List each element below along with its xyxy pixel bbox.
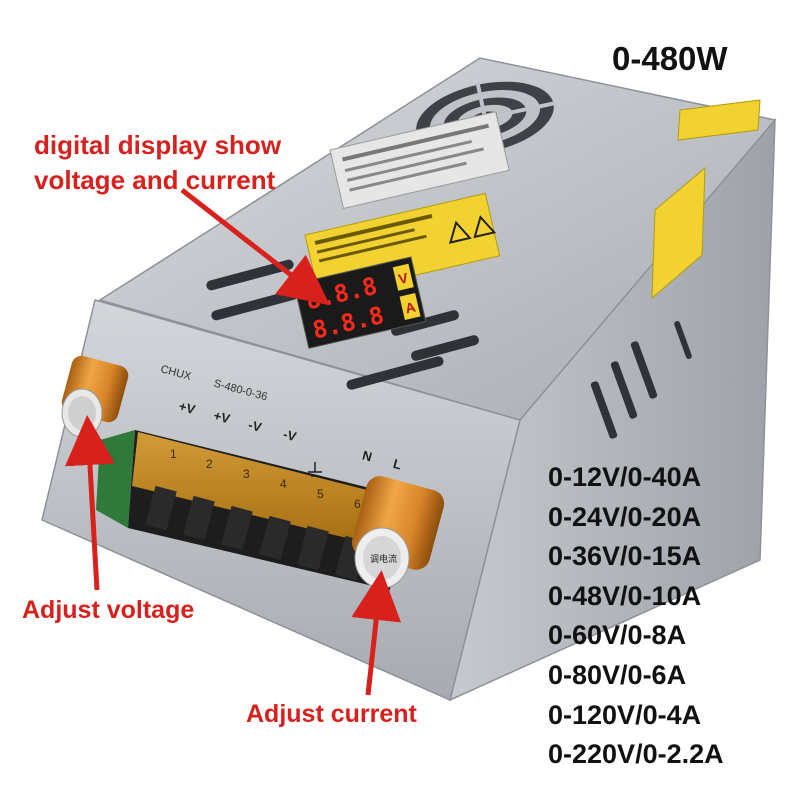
display-callout-line2: voltage and current	[34, 165, 276, 195]
display-callout-arrow	[180, 188, 330, 306]
knob-marking: 调电流	[370, 553, 397, 564]
power-rating-title: 0-480W	[612, 40, 728, 77]
display-unit-v: V	[397, 269, 410, 287]
svg-text:-V: -V	[282, 426, 299, 444]
svg-text:-V: -V	[247, 417, 264, 435]
side-vents	[590, 321, 692, 439]
spec-item: 0-60V/0-8A	[548, 620, 687, 651]
svg-text:3: 3	[243, 467, 250, 481]
svg-text:6: 6	[354, 497, 361, 511]
svg-text:2: 2	[206, 457, 213, 471]
spec-item: 0-12V/0-40A	[548, 462, 702, 492]
adjust-voltage-callout: Adjust voltage	[22, 596, 195, 624]
adjust-current-callout: Adjust current	[246, 700, 417, 728]
display-callout-line1: digital display show	[34, 130, 282, 160]
spec-item: 0-24V/0-20A	[548, 501, 702, 532]
svg-text:+V: +V	[212, 408, 232, 427]
terminal-numbers: 1 2 3 4 5 6	[170, 447, 361, 511]
spec-item: 0-80V/0-6A	[548, 659, 687, 690]
current-callout-arrow	[351, 570, 402, 696]
svg-text:4: 4	[280, 477, 287, 491]
side-spec-sticker	[651, 99, 761, 300]
voltage-current-spec-list: 0-12V/0-40A 0-24V/0-20A 0-36V/0-15A 0-48…	[548, 458, 724, 775]
svg-text:1: 1	[170, 447, 177, 461]
top-instruction-sticker	[329, 111, 510, 210]
svg-text:L: L	[392, 456, 404, 473]
voltage-callout-arrow	[65, 415, 115, 591]
svg-text:N: N	[361, 448, 374, 465]
terminal-polarity-labels: +V +V -V -V N L	[177, 398, 403, 472]
svg-text:5: 5	[317, 487, 324, 501]
display-unit-a: A	[404, 299, 417, 317]
spec-item: 0-36V/0-15A	[548, 541, 702, 572]
spec-item: 0-48V/0-10A	[548, 580, 702, 611]
ground-symbol-icon	[308, 462, 322, 477]
svg-text:+V: +V	[177, 398, 197, 417]
warning-triangle-icon	[448, 215, 497, 244]
spec-item: 0-120V/0-4A	[548, 699, 702, 730]
terminal-block: 1 2 3 4 5 6	[128, 430, 398, 590]
spec-item: 0-220V/0-2.2A	[548, 739, 724, 770]
